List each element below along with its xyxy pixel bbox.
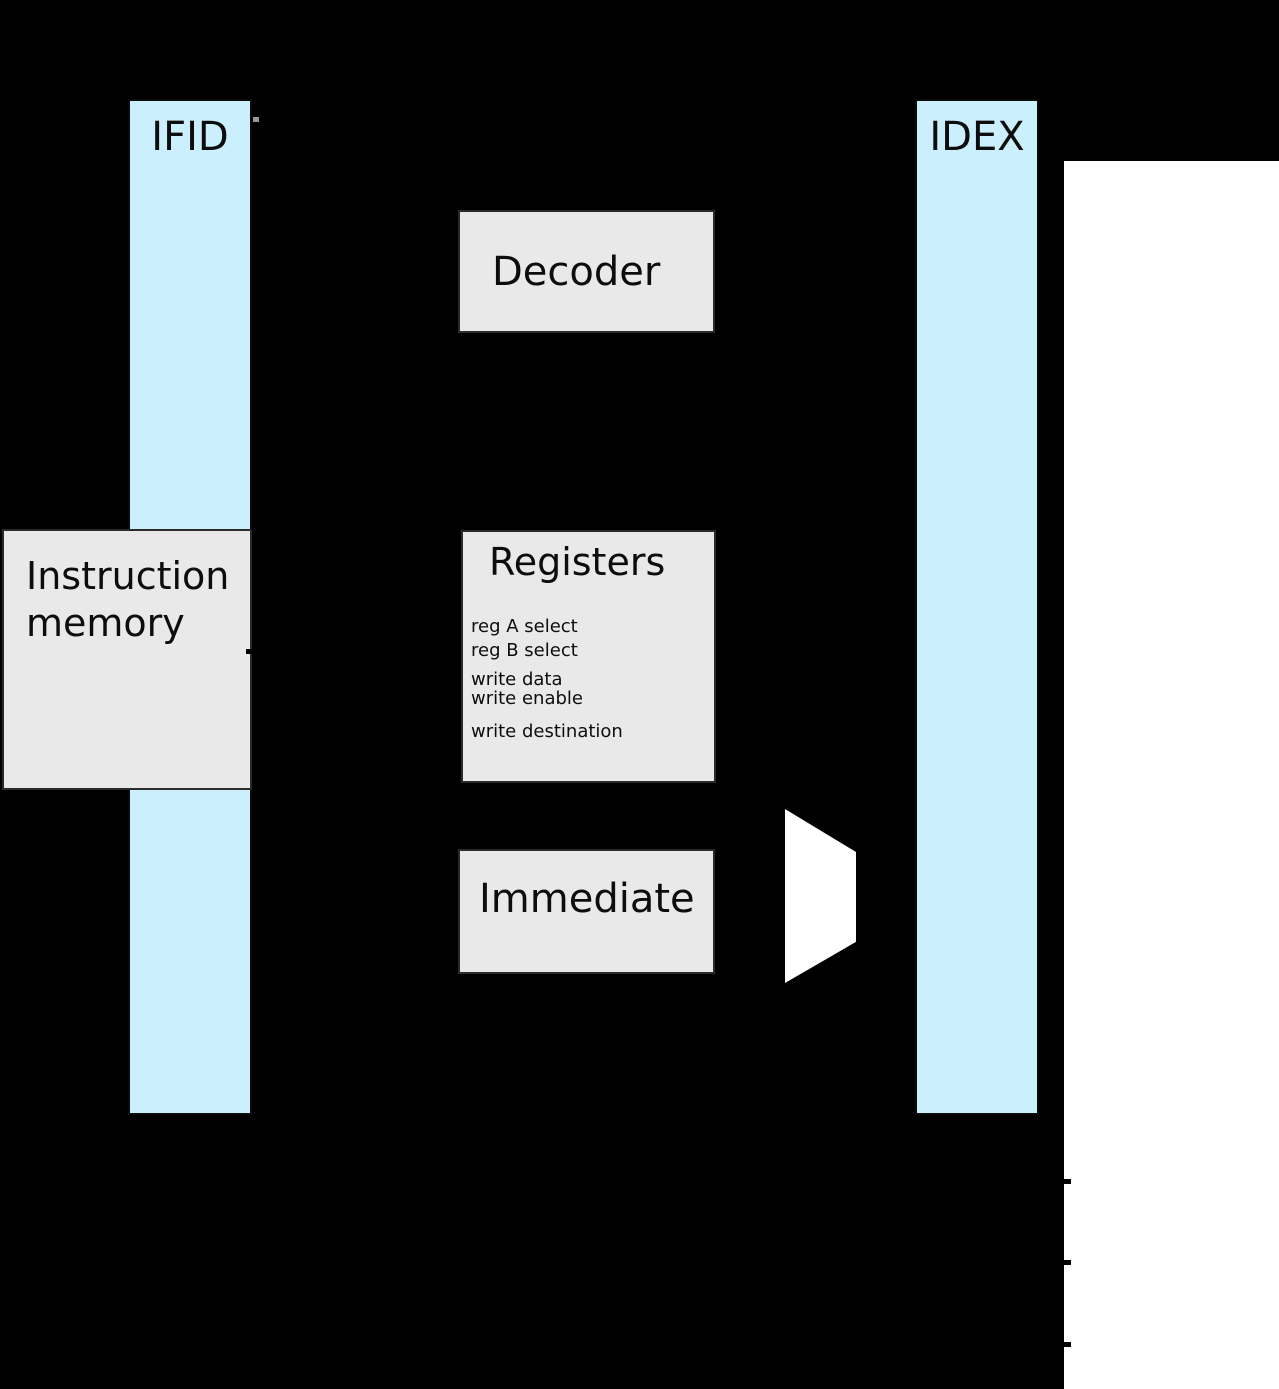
wire-stub	[246, 649, 254, 654]
mux-shape	[785, 809, 856, 983]
immediate-label: Immediate	[479, 875, 695, 922]
decoder-label: Decoder	[492, 248, 661, 295]
registers-block: Registers reg A select reg B select writ…	[461, 530, 716, 783]
registers-port-write-enable: write enable	[471, 688, 583, 709]
registers-port-write-destination: write destination	[471, 721, 623, 742]
ifid-label: IFID	[151, 114, 229, 160]
instruction-memory-label: Instruction memory	[26, 554, 230, 645]
wire-stub	[1064, 1342, 1071, 1347]
page-background-region	[1064, 161, 1279, 1389]
wire-stub	[253, 117, 259, 122]
wire-stub	[1064, 1260, 1071, 1265]
registers-port-reg-a-select: reg A select	[471, 616, 578, 637]
registers-title: Registers	[489, 540, 666, 584]
decoder-block: Decoder	[458, 210, 715, 333]
immediate-block: Immediate	[458, 849, 715, 974]
registers-port-write-data: write data	[471, 669, 563, 690]
idex-label: IDEX	[929, 114, 1025, 160]
pipeline-register-idex: IDEX	[915, 99, 1039, 1115]
wire-stub	[1064, 1179, 1071, 1184]
instruction-memory-block: Instruction memory	[2, 529, 252, 790]
registers-port-reg-b-select: reg B select	[471, 640, 578, 661]
